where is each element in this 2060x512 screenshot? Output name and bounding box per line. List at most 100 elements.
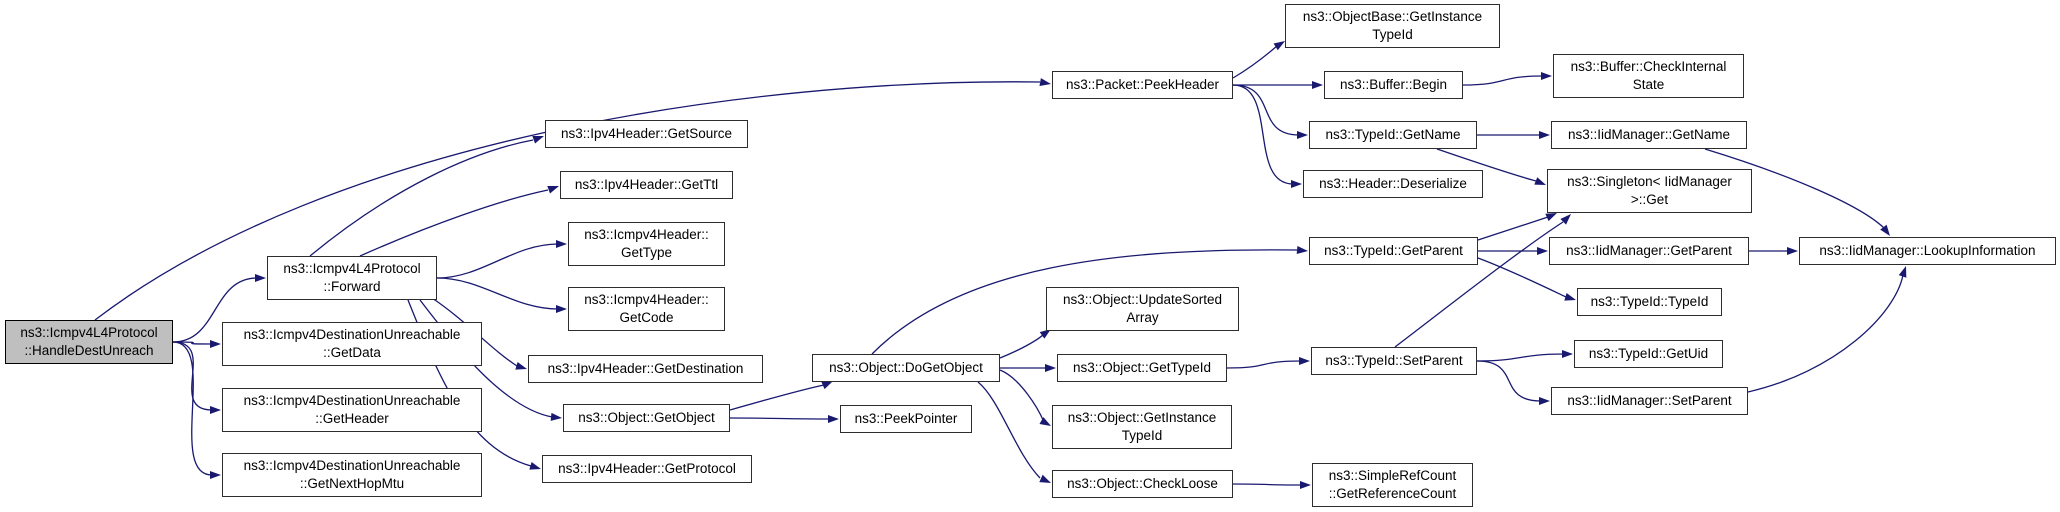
arrowhead-type-id-get-uid <box>1562 350 1573 358</box>
graph-node-lookup-information[interactable]: ns3::IidManager::LookupInformation <box>1799 237 2056 265</box>
edge-packet-peek-header-to-object-base-get-instance-type-id <box>1232 45 1278 79</box>
graph-node-ipv4-get-source[interactable]: ns3::Ipv4Header::GetSource <box>545 120 748 148</box>
edge-forward-to-ipv4-get-source <box>309 139 534 257</box>
edge-handle-dest-unreach-to-get-data <box>172 341 213 345</box>
graph-node-obj-get-instance-type-id[interactable]: ns3::Object::GetInstance TypeId <box>1052 405 1232 449</box>
graph-node-label: ns3::Icmpv4L4Protocol ::HandleDestUnreac… <box>20 325 158 358</box>
graph-node-label: ns3::Singleton< IidManager >::Get <box>1567 174 1732 207</box>
graph-node-obj-check-loose[interactable]: ns3::Object::CheckLoose <box>1052 470 1233 498</box>
arrowhead-obj-check-loose <box>1039 474 1051 483</box>
graph-node-label: ns3::IidManager::GetName <box>1567 127 1731 143</box>
graph-node-get-next-hop-mtu[interactable]: ns3::Icmpv4DestinationUnreachable ::GetN… <box>222 453 482 497</box>
graph-node-label: ns3::TypeId::SetParent <box>1325 353 1463 369</box>
graph-node-obj-get-object[interactable]: ns3::Object::GetObject <box>563 404 730 432</box>
graph-node-forward[interactable]: ns3::Icmpv4L4Protocol ::Forward <box>267 256 437 300</box>
graph-node-label: ns3::Icmpv4DestinationUnreachable ::GetD… <box>243 327 461 360</box>
arrowhead-lookup-information <box>1880 224 1890 236</box>
graph-node-packet-peek-header[interactable]: ns3::Packet::PeekHeader <box>1052 71 1233 99</box>
graph-node-handle-dest-unreach[interactable]: ns3::Icmpv4L4Protocol ::HandleDestUnreac… <box>5 320 173 364</box>
arrowhead-get-data <box>210 340 221 348</box>
arrowhead-iid-get-parent <box>1537 247 1548 255</box>
graph-node-label: ns3::Object::GetObject <box>578 410 715 426</box>
graph-node-object-base-get-instance-type-id[interactable]: ns3::ObjectBase::GetInstance TypeId <box>1285 4 1500 48</box>
edge-forward-to-obj-get-object <box>419 299 553 418</box>
arrowhead-packet-peek-header <box>1039 78 1051 86</box>
graph-node-obj-update-sorted-array[interactable]: ns3::Object::UpdateSorted Array <box>1046 287 1239 331</box>
edge-obj-get-type-id-to-type-id-set-parent <box>1226 360 1302 369</box>
arrowhead-obj-get-instance-type-id <box>1039 417 1051 426</box>
graph-node-label: ns3::Icmpv4Header:: GetType <box>584 227 709 260</box>
arrowhead-header-deserialize <box>1291 180 1302 188</box>
arrowhead-singleton-get <box>1560 214 1571 225</box>
edge-handle-dest-unreach-to-forward <box>172 277 258 343</box>
graph-node-ipv4-get-ttl[interactable]: ns3::Ipv4Header::GetTtl <box>560 171 733 199</box>
graph-node-type-id-get-uid[interactable]: ns3::TypeId::GetUid <box>1574 340 1723 368</box>
edge-type-id-get-parent-to-type-id-type-id <box>1477 257 1567 298</box>
graph-node-label: ns3::ObjectBase::GetInstance TypeId <box>1302 9 1483 42</box>
graph-node-type-id-set-parent[interactable]: ns3::TypeId::SetParent <box>1311 347 1477 375</box>
graph-node-get-header[interactable]: ns3::Icmpv4DestinationUnreachable ::GetH… <box>222 388 482 432</box>
graph-node-label: ns3::IidManager::LookupInformation <box>1819 243 2036 259</box>
graph-node-header-deserialize[interactable]: ns3::Header::Deserialize <box>1303 170 1483 198</box>
arrowhead-lookup-information <box>1898 266 1907 278</box>
arrowhead-icmp-get-type <box>556 240 567 248</box>
edge-obj-get-object-to-obj-do-get-object <box>729 384 825 411</box>
arrowhead-singleton-get <box>1545 213 1557 222</box>
graph-node-icmp-get-type[interactable]: ns3::Icmpv4Header:: GetType <box>568 222 725 266</box>
graph-node-label: ns3::TypeId::GetParent <box>1324 243 1463 259</box>
graph-node-label: ns3::Object::UpdateSorted Array <box>1062 292 1223 325</box>
arrowhead-icmp-get-code <box>556 305 567 313</box>
graph-node-label: ns3::Ipv4Header::GetSource <box>560 126 733 142</box>
edge-obj-get-object-to-peek-pointer <box>729 417 831 420</box>
graph-node-label: ns3::IidManager::GetParent <box>1566 243 1732 259</box>
graph-node-type-id-get-parent[interactable]: ns3::TypeId::GetParent <box>1309 237 1478 265</box>
arrowhead-forward <box>255 274 266 282</box>
graph-node-label: ns3::Icmpv4DestinationUnreachable ::GetN… <box>243 458 461 491</box>
edge-buffer-begin-to-buffer-check-internal-state <box>1462 75 1544 86</box>
arrowhead-iid-get-name <box>1539 131 1550 139</box>
graph-node-buffer-check-internal-state[interactable]: ns3::Buffer::CheckInternal State <box>1553 54 1744 98</box>
graph-node-simple-ref-count[interactable]: ns3::SimpleRefCount ::GetReferenceCount <box>1312 463 1473 507</box>
arrowhead-ipv4-get-source <box>532 136 544 144</box>
graph-node-label: ns3::TypeId::GetName <box>1325 127 1461 143</box>
edge-obj-do-get-object-to-type-id-get-parent <box>871 249 1298 355</box>
graph-node-ipv4-get-destination[interactable]: ns3::Ipv4Header::GetDestination <box>528 355 763 383</box>
graph-node-label: ns3::Buffer::CheckInternal State <box>1570 59 1727 92</box>
arrowhead-type-id-get-parent <box>1296 246 1308 254</box>
graph-node-peek-pointer[interactable]: ns3::PeekPointer <box>840 405 972 433</box>
arrowhead-buffer-check-internal-state <box>1541 72 1552 80</box>
edge-obj-check-loose-to-simple-ref-count <box>1232 483 1303 486</box>
graph-node-get-data[interactable]: ns3::Icmpv4DestinationUnreachable ::GetD… <box>222 322 482 366</box>
graph-node-ipv4-get-protocol[interactable]: ns3::Ipv4Header::GetProtocol <box>542 455 752 483</box>
edge-type-id-set-parent-to-iid-set-parent <box>1476 360 1542 402</box>
graph-node-obj-do-get-object[interactable]: ns3::Object::DoGetObject <box>812 354 1000 382</box>
arrowhead-peek-pointer <box>828 415 839 423</box>
arrowhead-type-id-type-id <box>1564 293 1576 301</box>
graph-node-type-id-get-name[interactable]: ns3::TypeId::GetName <box>1309 121 1477 149</box>
arrowhead-obj-get-object <box>550 412 562 421</box>
graph-node-obj-get-type-id[interactable]: ns3::Object::GetTypeId <box>1057 354 1227 382</box>
edge-type-id-set-parent-to-singleton-get <box>1394 221 1564 348</box>
edge-forward-to-icmp-get-type <box>436 243 559 279</box>
graph-node-iid-get-parent[interactable]: ns3::IidManager::GetParent <box>1549 237 1749 265</box>
graph-node-singleton-get[interactable]: ns3::Singleton< IidManager >::Get <box>1547 169 1752 213</box>
edge-iid-get-name-to-lookup-information <box>1704 148 1885 229</box>
edge-forward-to-icmp-get-code <box>436 277 559 310</box>
graph-node-iid-get-name[interactable]: ns3::IidManager::GetName <box>1551 121 1747 149</box>
graph-node-type-id-type-id[interactable]: ns3::TypeId::TypeId <box>1577 288 1722 316</box>
graph-node-iid-set-parent[interactable]: ns3::IidManager::SetParent <box>1551 387 1748 415</box>
arrowhead-type-id-get-name <box>1297 131 1308 139</box>
graph-node-label: ns3::Icmpv4L4Protocol ::Forward <box>283 261 421 294</box>
edge-type-id-set-parent-to-type-id-get-uid <box>1476 353 1565 362</box>
graph-node-buffer-begin[interactable]: ns3::Buffer::Begin <box>1324 71 1463 99</box>
graph-node-icmp-get-code[interactable]: ns3::Icmpv4Header:: GetCode <box>568 287 725 331</box>
graph-node-label: ns3::Object::GetInstance TypeId <box>1067 410 1217 443</box>
graph-node-label: ns3::Ipv4Header::GetTtl <box>574 177 719 193</box>
edge-type-id-get-parent-to-singleton-get <box>1477 216 1549 241</box>
graph-node-label: ns3::Header::Deserialize <box>1319 176 1467 192</box>
arrowhead-obj-update-sorted-array <box>1039 329 1051 339</box>
graph-node-label: ns3::IidManager::SetParent <box>1567 393 1732 409</box>
graph-node-label: ns3::Object::CheckLoose <box>1067 476 1218 492</box>
graph-node-label: ns3::Object::GetTypeId <box>1072 360 1212 376</box>
graph-node-label: ns3::Ipv4Header::GetDestination <box>547 361 744 377</box>
